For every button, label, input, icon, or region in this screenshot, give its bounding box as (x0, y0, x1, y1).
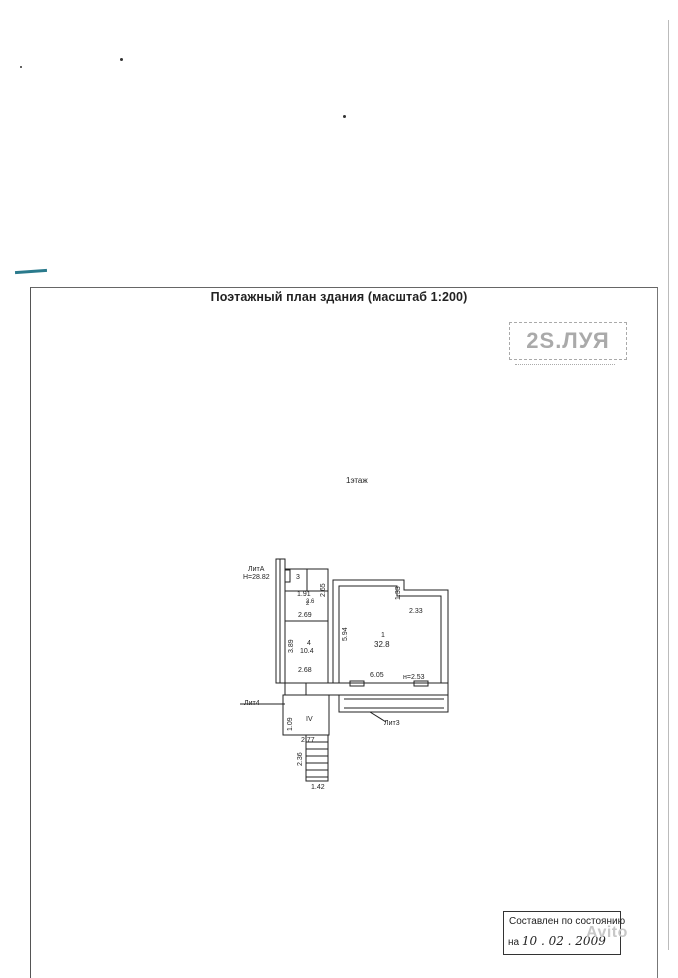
room-number: 2 (306, 601, 310, 607)
room-area: 32.8 (374, 640, 390, 649)
label-lit-a: ЛитА (248, 566, 265, 573)
watermark: Avito (586, 924, 628, 941)
date-prefix: на (508, 937, 520, 948)
dimension: 1.33 (395, 586, 402, 600)
compiled-date: на 10 . 02 . 2009 (508, 934, 606, 948)
stairs-outline (305, 734, 329, 782)
dimension: 2.69 (298, 612, 312, 619)
dimension: 2.33 (409, 608, 423, 615)
scan-speck (343, 115, 346, 118)
floor-label: 1этаж (346, 476, 368, 485)
label-height-main: H=28.82 (243, 574, 270, 581)
stamp-text: 2S.ЛУЯ (526, 328, 610, 353)
room-number: 1 (381, 632, 385, 639)
room-area: 2.6 (306, 599, 315, 605)
scan-speck (120, 58, 123, 61)
date-handwritten: 10 . 02 . 2009 (521, 934, 606, 948)
room-1-inner-wall (338, 585, 442, 683)
dimension: 2.36 (297, 752, 304, 766)
dimension: 2.65 (320, 583, 327, 597)
dimension: 3.89 (288, 639, 295, 653)
room-number: 3 (296, 574, 300, 581)
dimension: 1.91 (297, 591, 311, 598)
room-number: 4 (307, 640, 311, 647)
window (349, 680, 365, 687)
dimension: 5.94 (342, 627, 349, 641)
lit3-strip (338, 694, 449, 713)
corridor (284, 682, 449, 696)
plan-frame (30, 287, 658, 978)
dimension: 2.77 (301, 737, 315, 744)
window (413, 680, 429, 687)
label-lit3: Лит3 (384, 720, 400, 727)
page-title: Поэтажный план здания (масштаб 1:200) (210, 290, 468, 304)
label-height-room1: н=2.53 (403, 674, 425, 681)
door (284, 569, 291, 583)
dimension: 2.68 (298, 667, 312, 674)
dimension: 1.42 (311, 784, 325, 791)
stamp: 2S.ЛУЯ (509, 322, 627, 360)
room-1-outer-wall (332, 579, 449, 693)
scan-speck (20, 66, 22, 68)
stamp-underline (515, 364, 615, 366)
dimension: 1.09 (287, 717, 294, 731)
compiled-label: Составлен по состоянию (509, 916, 626, 927)
compiled-info-box: Составлен по состоянию на 10 . 02 . 2009 (503, 911, 625, 955)
label-lit4: Лит4 (244, 700, 260, 707)
room-area: 10.4 (300, 648, 314, 655)
label-section-iv: IV (306, 716, 313, 723)
page-edge (668, 20, 669, 950)
dimension: 6.05 (370, 672, 384, 679)
